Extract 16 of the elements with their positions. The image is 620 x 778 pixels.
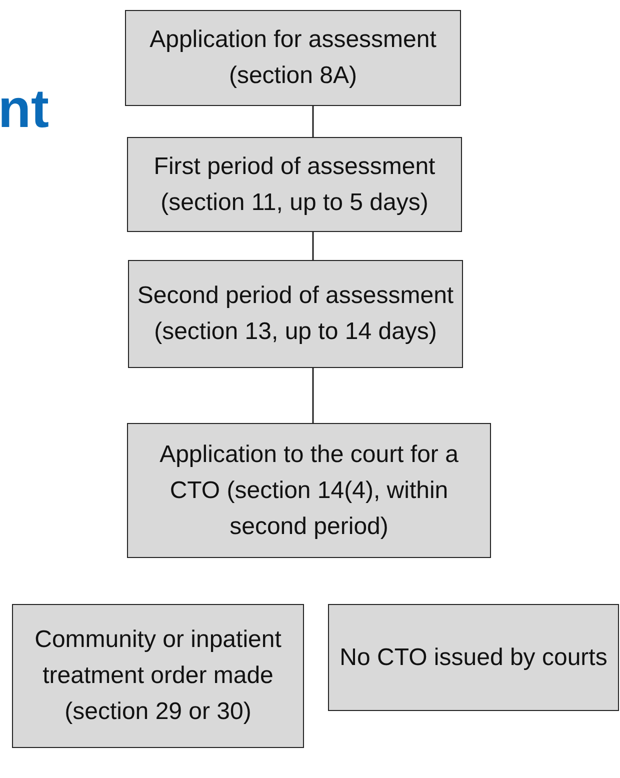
process-box <box>125 10 461 106</box>
box-text: Community or inpatient treatment order made (section 29 or 30) <box>34 625 282 727</box>
process-box <box>127 137 462 232</box>
title-fragment: nt <box>0 82 49 136</box>
box-text: Application for assessment (section 8A) <box>148 25 438 91</box>
connector-line <box>312 106 314 137</box>
process-box <box>127 423 491 558</box>
process-box <box>328 604 619 711</box>
process-box <box>128 260 463 368</box>
box-text: First period of assessment (section 11, up to 5 days) <box>152 152 436 218</box>
box-text: No CTO issued by courts <box>340 642 608 672</box>
connector-line <box>312 368 314 423</box>
process-box <box>12 604 304 748</box>
connector-line <box>312 232 314 260</box>
box-text: Second period of assessment (section 13, up to 14 days) <box>137 281 454 347</box>
box-text: Application to the court for a CTO (section 14(4), within second period) <box>158 440 460 542</box>
